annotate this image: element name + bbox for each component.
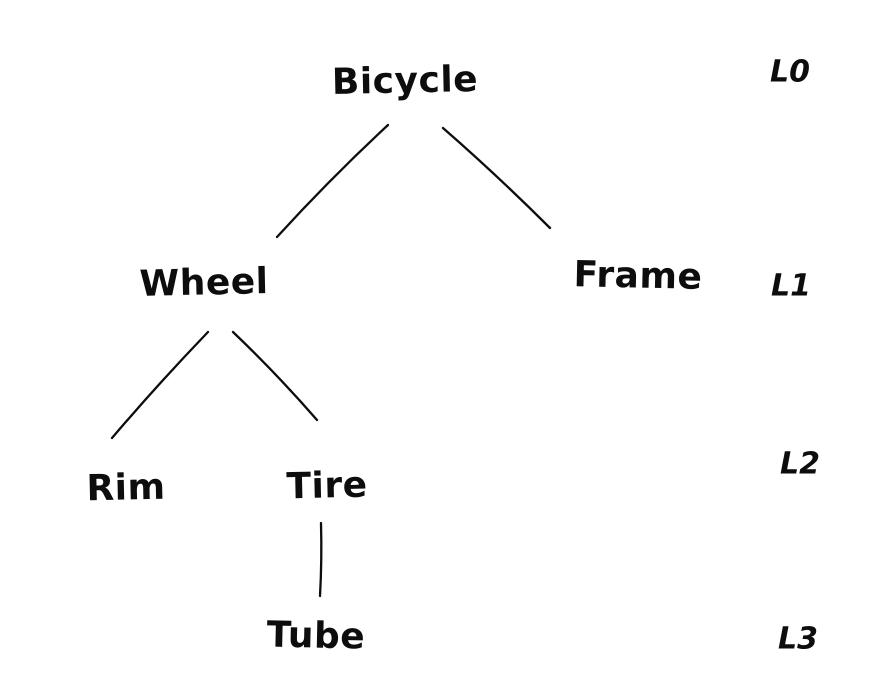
node-wheel: Wheel	[139, 261, 269, 305]
level-label-l1: L1	[771, 268, 811, 304]
edge-bicycle-frame	[441, 126, 552, 230]
level-label-l3: L3	[778, 621, 818, 657]
node-rim: Rim	[86, 466, 166, 510]
edge-tire-tube	[318, 521, 323, 598]
level-label-l0: L0	[770, 54, 810, 90]
level-label-l2: L2	[780, 446, 820, 482]
edge-bicycle-wheel	[275, 123, 390, 239]
node-tube: Tube	[266, 614, 366, 658]
node-frame: Frame	[573, 254, 703, 298]
edge-wheel-rim	[110, 330, 210, 440]
node-tire: Tire	[286, 464, 368, 508]
edge-wheel-tire	[231, 330, 319, 422]
node-bicycle: Bicycle	[331, 58, 479, 104]
